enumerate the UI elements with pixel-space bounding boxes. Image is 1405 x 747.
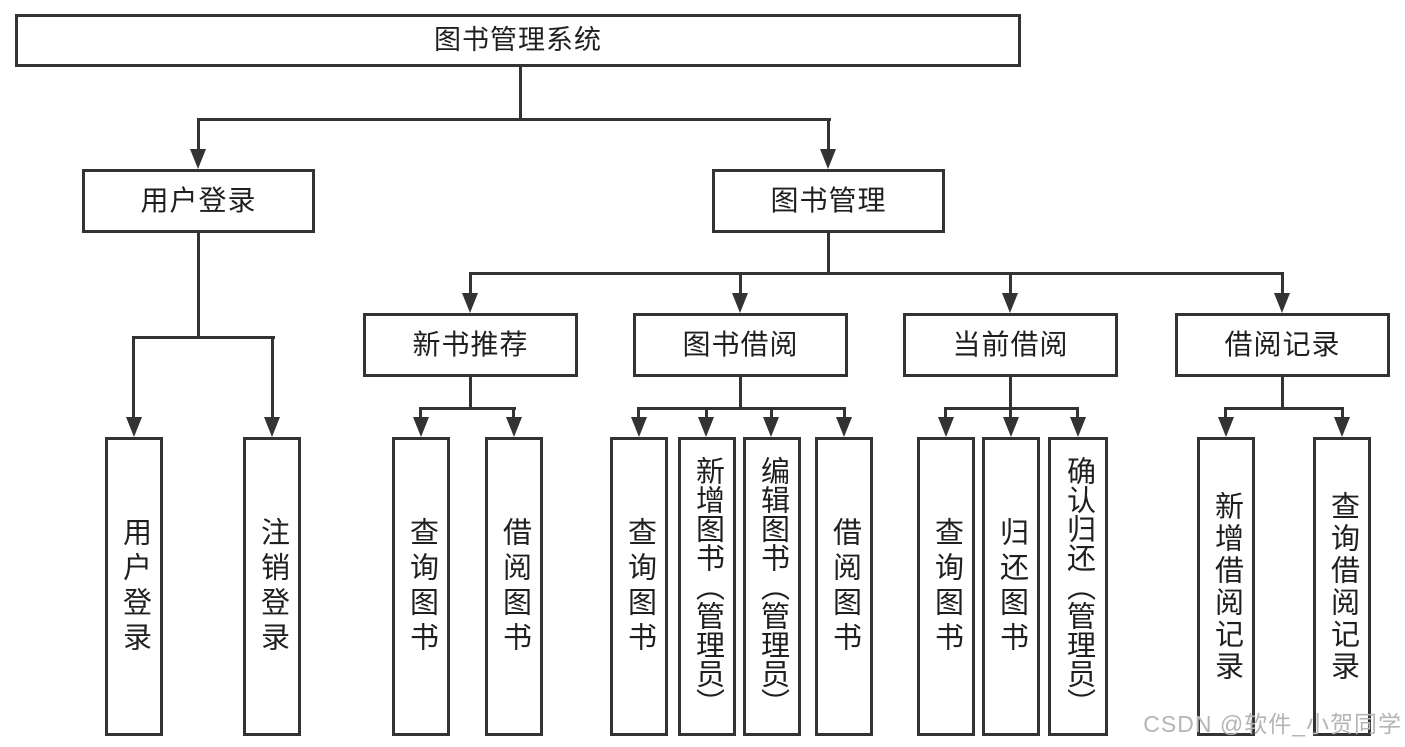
arrow-down-icon [1002, 293, 1018, 313]
connector-to-user-login [197, 118, 200, 151]
arrow-down-icon [820, 149, 836, 169]
connector-to-leaf [637, 407, 640, 419]
connector-to-book-borrow [739, 272, 742, 295]
node-book-borrowing: 图书借阅 [633, 313, 848, 377]
arrow-down-icon [1003, 417, 1019, 437]
connector-br-stem [1281, 377, 1284, 407]
node-label: 查询图书 [405, 516, 438, 657]
arrow-down-icon [763, 417, 779, 437]
leaf-logout: 注销登录 [243, 437, 301, 736]
node-label: 借阅图书 [828, 516, 861, 657]
connector-to-leaf [1009, 407, 1012, 419]
node-current-borrowing: 当前借阅 [903, 313, 1118, 377]
connector-to-new-book [469, 272, 472, 295]
connector-to-leaf [1224, 407, 1227, 419]
arrow-down-icon [190, 149, 206, 169]
connector-root-stem [519, 67, 522, 118]
connector-to-leaf [271, 336, 274, 419]
connector-bb-stem [739, 377, 742, 407]
arrow-down-icon [732, 293, 748, 313]
node-label: 注销登录 [256, 516, 289, 657]
arrow-down-icon [631, 417, 647, 437]
connector-ul-stem [197, 233, 200, 339]
connector-to-leaf [1076, 407, 1079, 419]
connector-to-leaf [419, 407, 422, 419]
connector-nb-stem [469, 377, 472, 407]
node-library-system: 图书管理系统 [15, 14, 1021, 67]
leaf-borrow-books-recommend: 借阅图书 [485, 437, 543, 736]
node-label: 用户登录 [118, 516, 151, 657]
node-label: 用户登录 [140, 185, 257, 216]
node-label: 归还图书 [995, 516, 1028, 657]
node-label: 查询借阅记录 [1326, 490, 1359, 683]
node-book-management: 图书管理 [712, 169, 945, 233]
leaf-return-books: 归还图书 [982, 437, 1040, 736]
node-label: 确认归还（管理员） [1062, 456, 1095, 717]
node-label: 新增借阅记录 [1210, 490, 1243, 683]
connector-cb-stem [1009, 377, 1012, 407]
leaf-query-books-borrow: 查询图书 [610, 437, 668, 736]
node-borrowing-records: 借阅记录 [1175, 313, 1390, 377]
arrow-down-icon [1334, 417, 1350, 437]
arrow-down-icon [126, 417, 142, 437]
arrow-down-icon [1218, 417, 1234, 437]
csdn-watermark: CSDN @软件_小贺同学 [1143, 711, 1402, 737]
connector-to-leaf [1341, 407, 1344, 419]
connector-bm-rail [469, 272, 1284, 275]
node-label: 借阅图书 [498, 516, 531, 657]
leaf-user-login: 用户登录 [105, 437, 163, 736]
arrow-down-icon [264, 417, 280, 437]
arrow-down-icon [413, 417, 429, 437]
arrow-down-icon [698, 417, 714, 437]
arrow-down-icon [836, 417, 852, 437]
leaf-edit-books-admin: 编辑图书（管理员） [743, 437, 801, 736]
connector-to-book-management [827, 118, 830, 151]
connector-to-leaf [705, 407, 708, 419]
connector-to-borrow-records [1281, 272, 1284, 295]
arrow-down-icon [1070, 417, 1086, 437]
connector-root-rail [197, 118, 831, 121]
node-label: 新增图书（管理员） [691, 456, 724, 717]
leaf-confirm-return-admin: 确认归还（管理员） [1048, 437, 1108, 736]
node-label: 图书管理 [770, 185, 887, 216]
connector-to-leaf [944, 407, 947, 419]
connector-to-leaf [512, 407, 515, 419]
leaf-query-borrow-record: 查询借阅记录 [1313, 437, 1371, 736]
connector-to-leaf [132, 336, 135, 419]
leaf-borrow-books: 借阅图书 [815, 437, 873, 736]
node-label: 查询图书 [623, 516, 656, 657]
node-label: 查询图书 [930, 516, 963, 657]
connector-to-leaf [843, 407, 846, 419]
connector-ul-rail [132, 336, 275, 339]
node-label: 编辑图书（管理员） [756, 456, 789, 717]
arrow-down-icon [462, 293, 478, 313]
connector-to-leaf [770, 407, 773, 419]
node-label: 当前借阅 [952, 329, 1069, 360]
leaf-add-borrow-record: 新增借阅记录 [1197, 437, 1255, 736]
connector-bm-stem [827, 233, 830, 275]
node-user-login: 用户登录 [82, 169, 315, 233]
node-label: 图书管理系统 [434, 25, 602, 55]
leaf-query-books-current: 查询图书 [917, 437, 975, 736]
connector-nb-rail [419, 407, 516, 410]
arrow-down-icon [938, 417, 954, 437]
node-label: 新书推荐 [412, 329, 529, 360]
arrow-down-icon [1274, 293, 1290, 313]
leaf-query-books-recommend: 查询图书 [392, 437, 450, 736]
arrow-down-icon [506, 417, 522, 437]
leaf-add-books-admin: 新增图书（管理员） [678, 437, 736, 736]
connector-to-current-borrow [1009, 272, 1012, 295]
connector-bb-rail [637, 407, 846, 410]
node-label: 借阅记录 [1224, 329, 1341, 360]
node-label: 图书借阅 [682, 329, 799, 360]
node-new-book-recommendation: 新书推荐 [363, 313, 578, 377]
connector-br-rail [1224, 407, 1344, 410]
